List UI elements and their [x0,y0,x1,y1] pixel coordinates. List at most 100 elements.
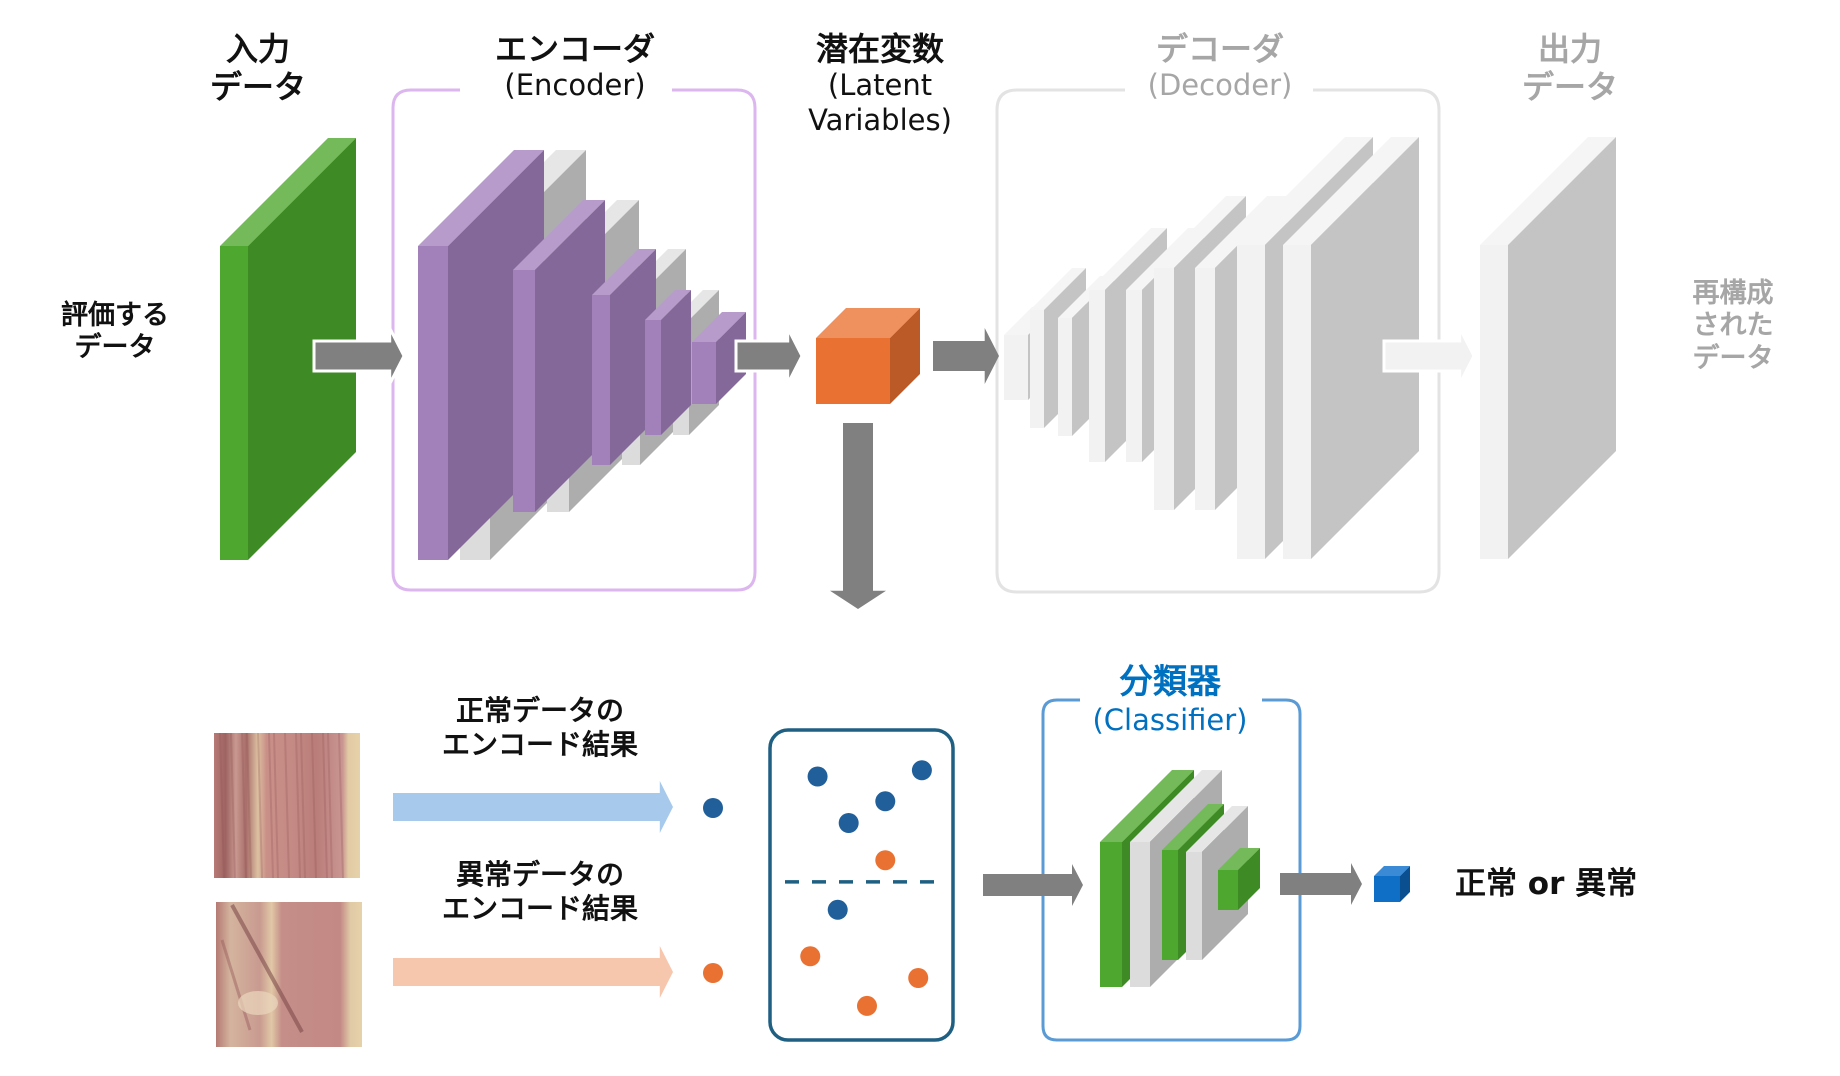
encoder-purple-layer-3 [645,290,691,435]
output-data-title: 出力 データ [1505,30,1635,107]
sample-normal-grain [338,732,344,879]
sample-normal-grain [322,732,328,879]
scatter-abnormal-point-1 [800,946,821,967]
decoder-layer-8-top [1283,137,1419,245]
encoder-purple-layer-1 [513,200,605,512]
sample-normal-grain [327,732,333,879]
sample-normal-grain [273,732,279,879]
decoder-layer-6-top [1195,196,1287,268]
sample-normal-grain [219,732,225,879]
normal-label-line1: 正常データの [455,694,624,727]
classifier-output-layer-side [1238,848,1260,910]
sample-normal-grain [295,732,301,879]
sample-normal-grain [268,732,274,879]
classifier-green-layer-1-front [1162,850,1178,960]
classifier-title: 分類器 (Classifier) [1050,662,1290,738]
scatter-abnormal-point-0 [875,850,896,871]
encoder-purple-layer-1-front [513,270,535,512]
normal-encode-label: 正常データの エンコード結果 [410,694,670,761]
decoder-layer-8 [1283,137,1419,559]
output-layer-slab [1480,137,1616,559]
wood-texture-normal-image [214,732,360,879]
latent-title-en2: Variables) [808,103,952,138]
latent-cube-icon [816,308,920,404]
encoder-last-layer-front [692,342,716,404]
scatter-normal-point-2 [875,791,896,812]
encoder-title-en: (Encoder) [504,68,646,103]
latent-title-jp: 潜在変数 [815,30,944,68]
scatter-normal-point-3 [838,813,859,833]
sample-abnormal-crack-2 [220,939,252,1031]
abnormal-encoded-point [703,963,723,983]
decoder-layer-1-top [1030,268,1086,310]
output-side-line1: 再構成 [1692,278,1774,309]
abnormal-label-line2: エンコード結果 [441,891,638,925]
abnormal-encode-label: 異常データの エンコード結果 [410,858,670,925]
sample-normal-grain [311,732,317,879]
result-label: 正常 or 異常 [1455,866,1638,902]
encoder-title: エンコーダ (Encoder) [455,30,695,103]
classifier-green-layer-1-top [1162,804,1224,850]
sample-normal-grain [284,732,290,879]
decoder-layer-4-front [1126,290,1142,462]
arrow-encoder-to-latent [734,327,804,385]
wood-texture-abnormal-image [216,902,362,1047]
latent-cube-icon-side [890,308,920,404]
encoder-purple-layer-3-top [645,290,691,320]
encoder-purple-layer-0-front [418,246,448,560]
output-side-line3: データ [1692,342,1774,374]
output-layer-slab-top [1480,137,1616,245]
normal-label-line2: エンコード結果 [441,727,638,761]
classifier-gray-layer-0-front [1130,842,1150,987]
output-title-line1: 出力 [1537,30,1602,68]
encoder-last-layer-side [716,312,746,404]
blue-cube-icon-front [1374,876,1400,902]
input-title-line1: 入力 [225,30,290,68]
arrow-latent-to-classifier [830,423,886,609]
classifier-frame [1041,698,1302,1042]
arrow-decoder-to-output [1382,327,1476,385]
decoder-layer-0-front [1004,335,1028,400]
latent-cube-icon-front [816,338,890,404]
encoder-purple-layer-3-side [661,290,691,435]
classifier-output-layer-front [1218,870,1238,910]
latent-title: 潜在変数 (Latent Variables) [775,30,985,138]
output-layer-slab-side [1508,137,1616,559]
decoder-layer-3-front [1089,290,1105,462]
output-layer-slab-front [1480,245,1508,559]
encoder-purple-layer-1-top [513,200,605,270]
decoder-layer-7-front [1237,245,1265,559]
arrow-scatter-to-classifier [983,864,1083,906]
sample-abnormal-fill [216,902,362,1047]
output-side-line2: された [1692,310,1774,342]
scatter-normal-point-4 [827,899,848,920]
arrow-latent-to-decoder [933,328,999,384]
abnormal-label-line1: 異常データの [455,858,624,891]
sample-abnormal-crack [230,904,304,1033]
decoder-title-en: (Decoder) [1147,68,1293,103]
decoder-layer-8-front [1283,245,1311,559]
output-side-label: 再構成 された データ [1668,278,1798,375]
output-title-line2: データ [1521,68,1618,107]
encoder-purple-layer-0-top [418,150,544,246]
blue-cube-icon-top [1374,866,1410,876]
input-data-title: 入力 データ [198,30,318,107]
blue-cube-icon-side [1400,866,1410,902]
encoder-purple-layer-2-front [592,295,610,465]
decoder-layer-3-top [1089,228,1167,290]
classifier-gray-layer-0-top [1130,770,1222,842]
decoder-title-jp: デコーダ [1155,30,1284,68]
decoder-layer-6-front [1195,268,1215,510]
blue-cube-icon [1374,866,1410,902]
sample-normal-grain [230,732,236,879]
sample-normal-grain [257,732,263,879]
classifier-green-layer-0-top [1100,770,1194,842]
arrow-normal-encode [393,781,673,833]
sample-normal-grain [300,732,306,879]
latent-title-en1: (Latent [827,68,933,103]
encoder-purple-layer-2-top [592,249,656,295]
classifier-green-layer-0-front [1100,842,1122,987]
scatter-frame [768,728,955,1042]
input-layer-slab-top [220,138,356,246]
input-side-line2: データ [74,332,156,364]
